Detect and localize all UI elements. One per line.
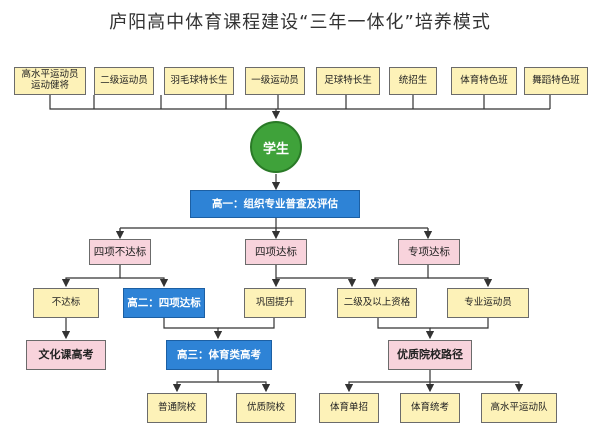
node-culture-exam: 文化课高考 bbox=[26, 340, 106, 370]
node-level1-athlete: 一级运动员 bbox=[245, 67, 305, 95]
node-dance-class: 舞蹈特色班 bbox=[524, 67, 588, 95]
node-quality-college: 优质院校 bbox=[236, 393, 296, 423]
grade3-node: 高三：体育类高考 bbox=[166, 340, 272, 370]
node-pe-single: 体育单招 bbox=[319, 393, 379, 423]
node-pe-unified: 体育统考 bbox=[400, 393, 460, 423]
node-football: 足球特长生 bbox=[316, 67, 380, 95]
node-pe-class: 体育特色班 bbox=[451, 67, 517, 95]
grade1-node: 高一：组织专业普查及评估 bbox=[190, 190, 360, 218]
node-badminton: 羽毛球特长生 bbox=[164, 67, 234, 95]
diagram-title: 庐阳高中体育课程建设“三年一体化”培养模式 bbox=[109, 12, 491, 33]
node-special-pass: 专项达标 bbox=[398, 239, 460, 265]
node-regular: 统招生 bbox=[389, 67, 437, 95]
node-fail: 不达标 bbox=[33, 288, 99, 318]
node-qualified: 二级及以上资格 bbox=[337, 288, 417, 318]
student-node: 学生 bbox=[250, 121, 302, 173]
node-normal-college: 普通院校 bbox=[147, 393, 207, 423]
node-four-fail: 四项不达标 bbox=[89, 239, 151, 265]
node-quality-path: 优质院校路径 bbox=[388, 340, 472, 370]
node-consolidate: 巩固提升 bbox=[244, 288, 306, 318]
node-pro-athlete: 专业运动员 bbox=[447, 288, 529, 318]
node-elite-team: 高水平运动队 bbox=[481, 393, 557, 423]
node-level2-athlete: 二级运动员 bbox=[94, 67, 154, 95]
node-elite-athlete: 高水平运动员 运动健将 bbox=[14, 67, 86, 95]
node-four-pass: 四项达标 bbox=[245, 239, 307, 265]
grade2-node: 高二：四项达标 bbox=[123, 288, 205, 318]
